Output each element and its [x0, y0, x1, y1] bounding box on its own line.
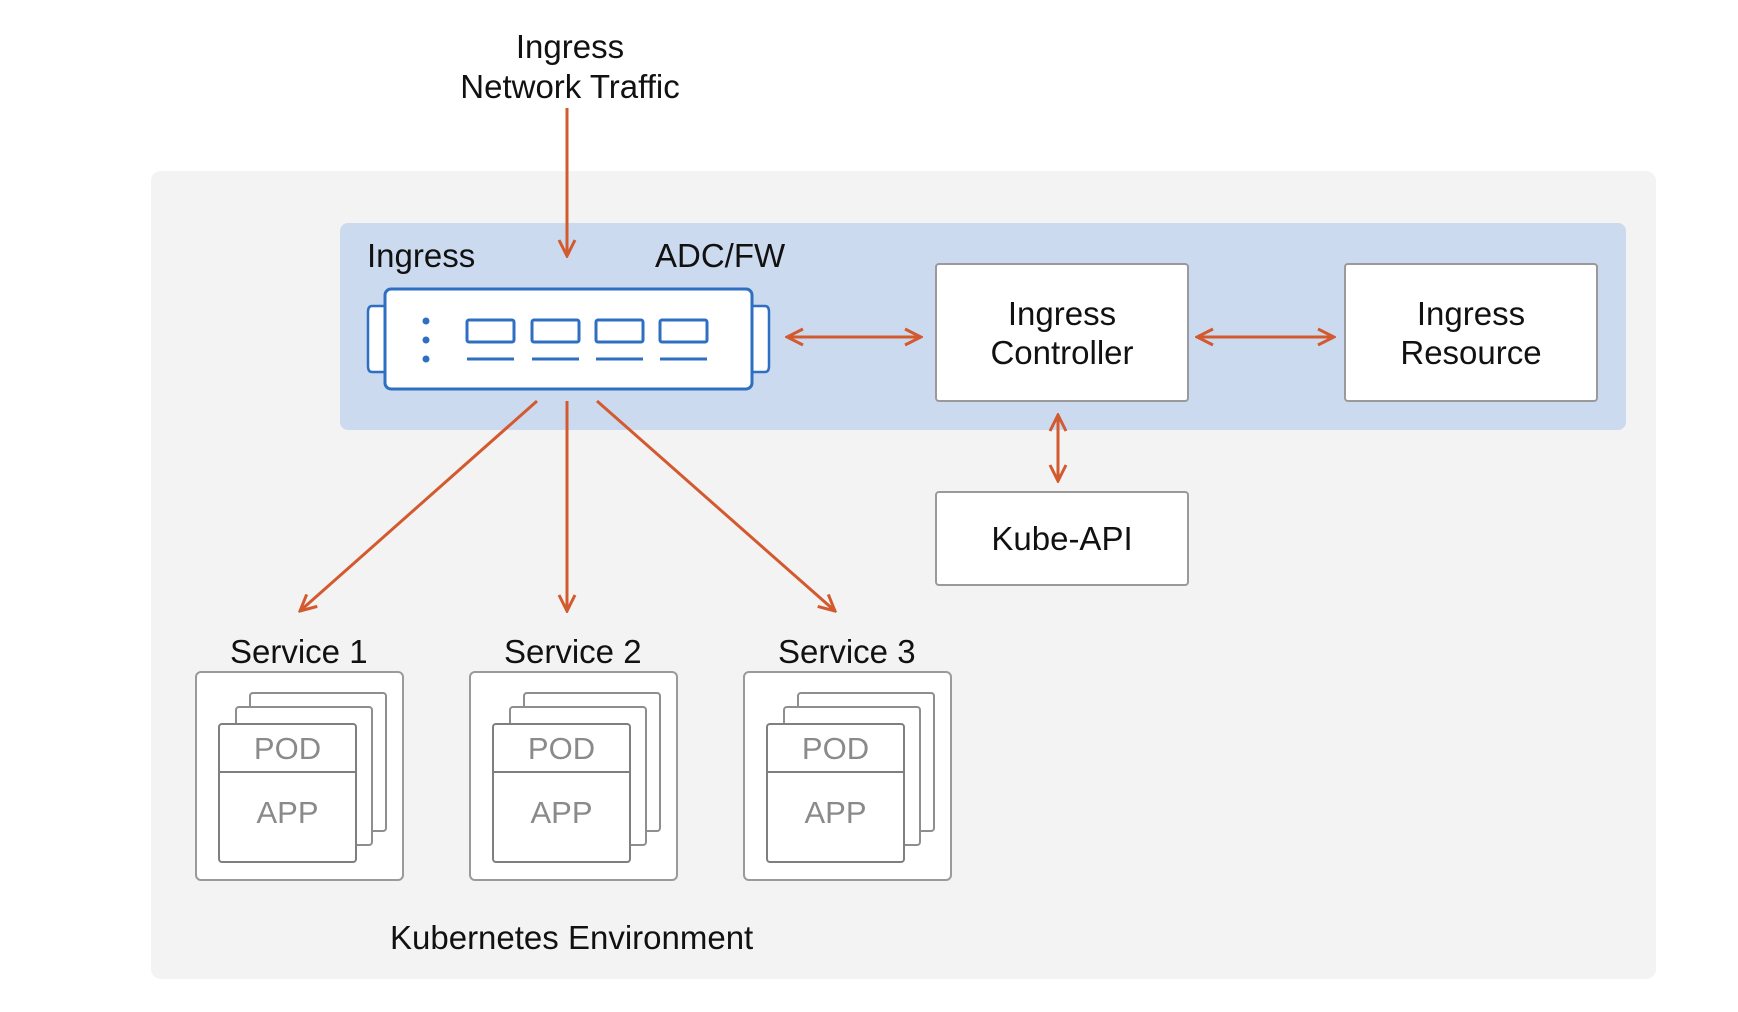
pod-label: POD [801, 731, 870, 766]
kube-api-box: Kube-API [935, 491, 1189, 586]
kube-api-label: Kube-API [991, 520, 1133, 557]
app-label: APP [804, 795, 867, 830]
ingress-label: Ingress [367, 237, 476, 274]
pod-card: POD APP [766, 723, 905, 863]
service-2-title: Service 2 [504, 633, 642, 670]
ingress-network-traffic-label: Ingress Network Traffic [440, 28, 700, 106]
app-label: APP [256, 795, 319, 830]
ingress-resource-line2: Resource [1400, 333, 1542, 371]
ingress-network-traffic-line2: Network Traffic [460, 68, 680, 105]
ingress-controller-line2: Controller [990, 333, 1134, 371]
service-1-container: POD APP [195, 671, 404, 881]
service-3-container: POD APP [743, 671, 952, 881]
pod-divider [220, 771, 355, 773]
service-1-title: Service 1 [230, 633, 368, 670]
ingress-controller-box: Ingress Controller [935, 263, 1189, 402]
ingress-network-traffic-line1: Ingress [515, 28, 625, 65]
pod-label: POD [253, 731, 322, 766]
kubernetes-environment-label: Kubernetes Environment [390, 919, 754, 956]
pod-card: POD APP [218, 723, 357, 863]
ingress-resource-box: Ingress Resource [1344, 263, 1598, 402]
adc-device-icon [366, 287, 771, 391]
adc-fw-label: ADC/FW [655, 237, 786, 274]
ingress-resource-line1: Ingress [1416, 294, 1526, 332]
pod-divider [494, 771, 629, 773]
service-1-arrow [300, 399, 538, 611]
pod-divider [768, 771, 903, 773]
service-3-arrow [596, 399, 835, 611]
service-2-container: POD APP [469, 671, 678, 881]
app-label: APP [530, 795, 593, 830]
ingress-controller-line1: Ingress [1007, 294, 1117, 332]
service-3-title: Service 3 [778, 633, 916, 670]
pod-label: POD [527, 731, 596, 766]
pod-card: POD APP [492, 723, 631, 863]
